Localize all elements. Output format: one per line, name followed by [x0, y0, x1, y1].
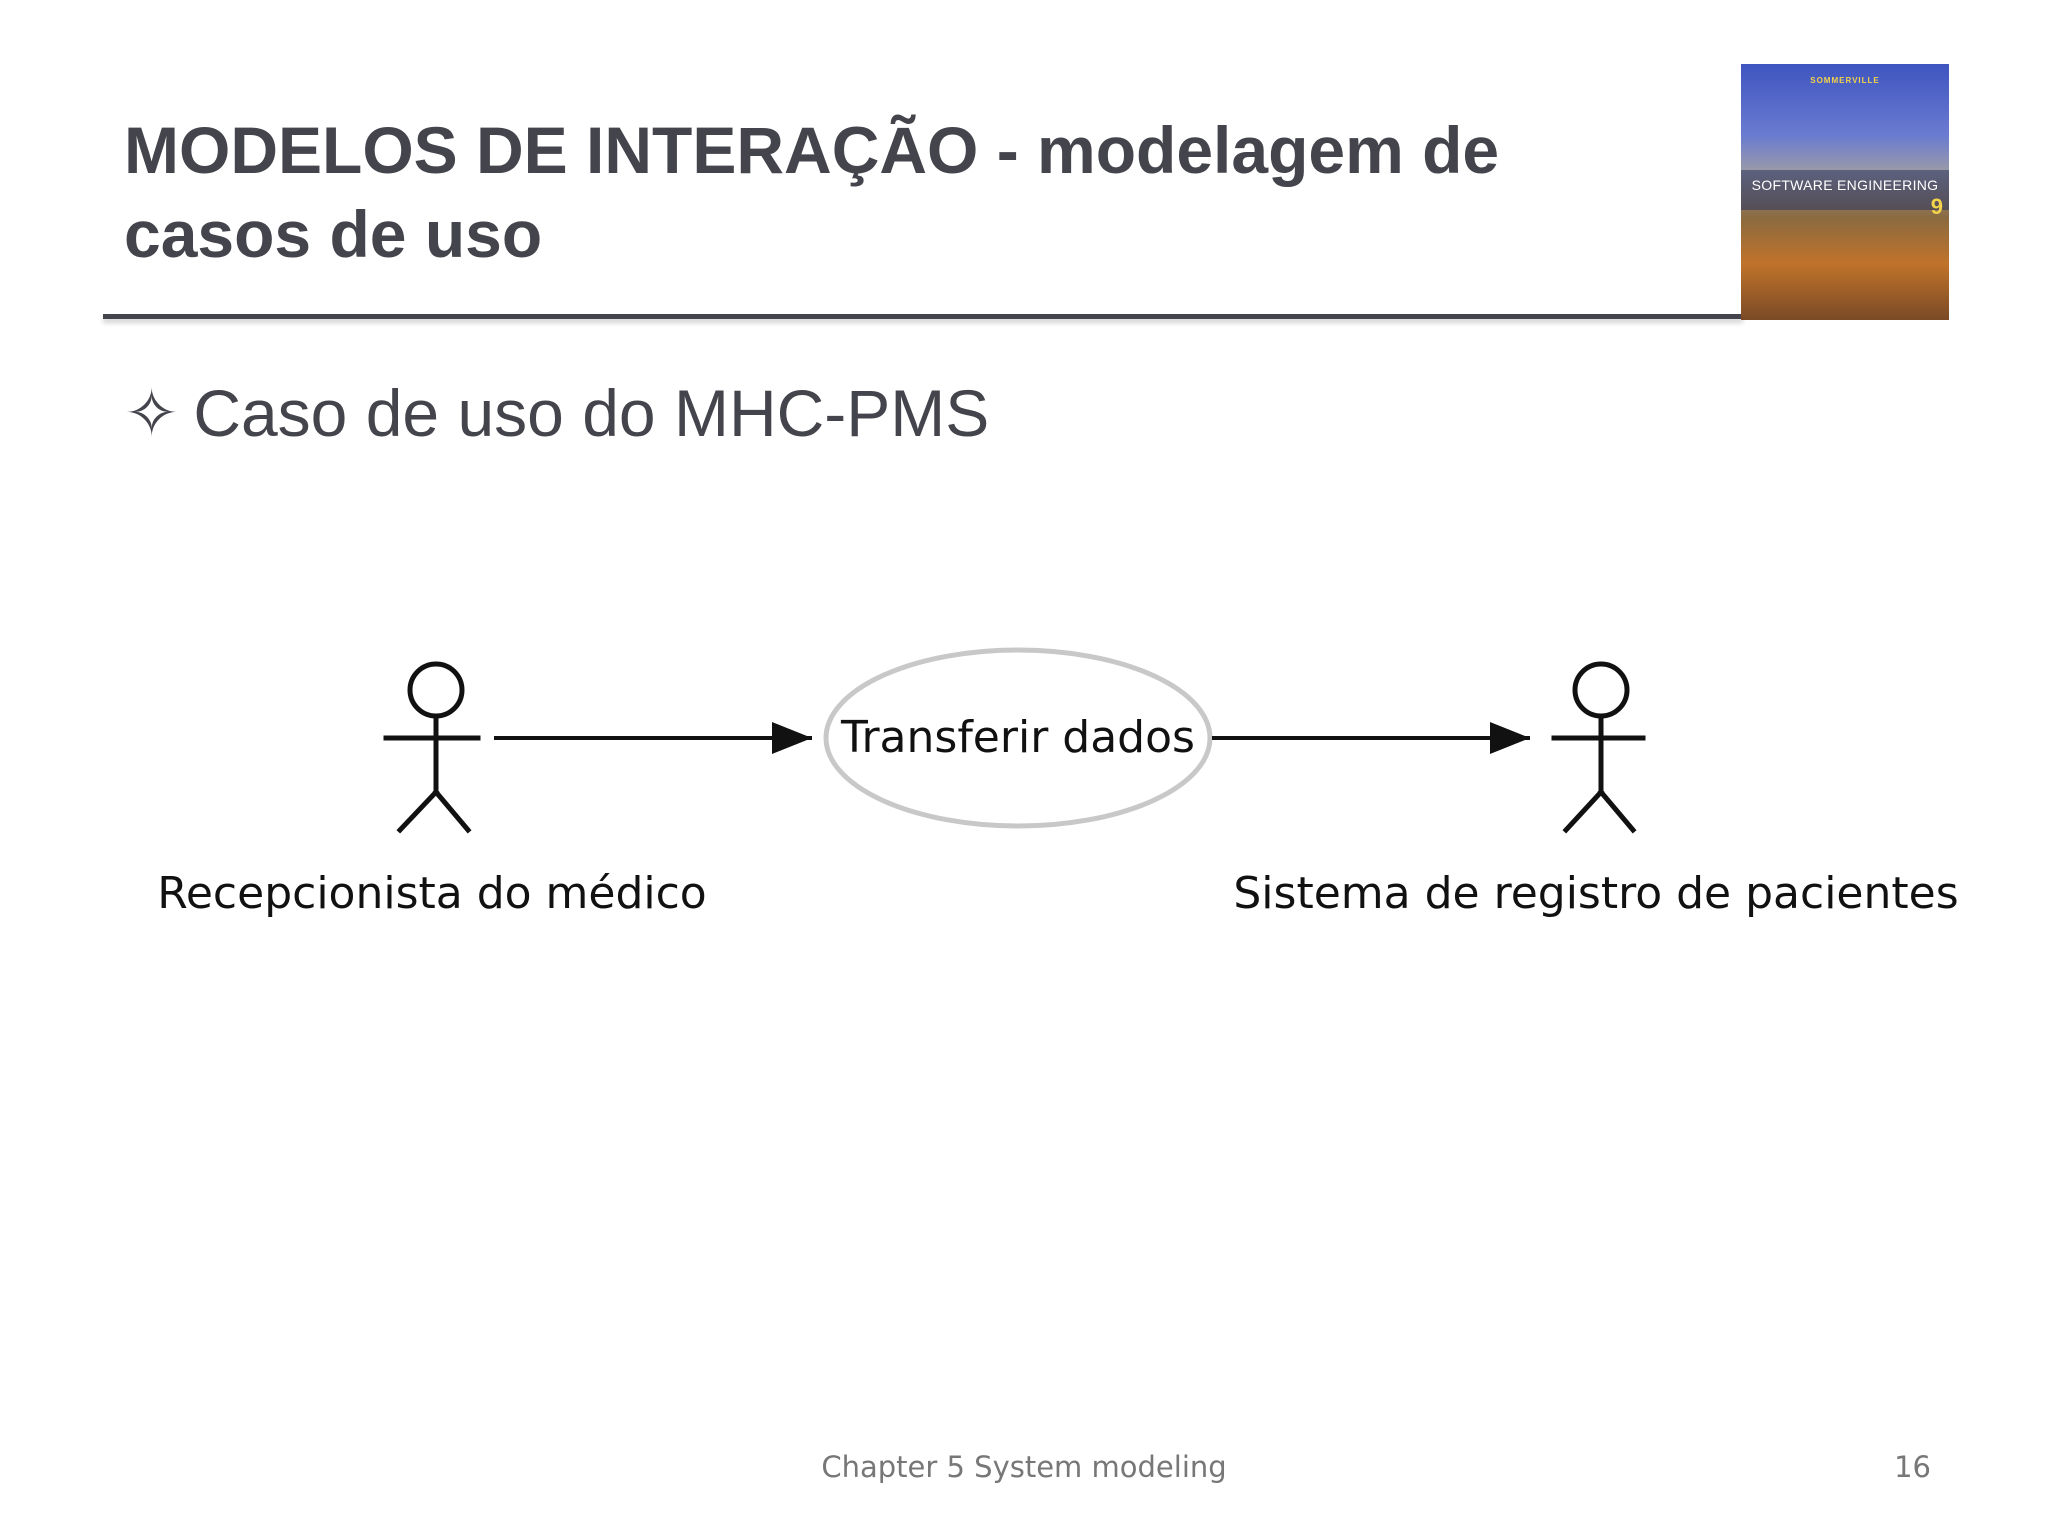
actor-receptionist-icon: [386, 664, 478, 830]
use-case-label: Transferir dados: [840, 712, 1195, 763]
actor-records-system-icon: [1554, 664, 1643, 830]
footer-chapter: Chapter 5 System modeling: [0, 1450, 2048, 1484]
actor-receptionist-label: Recepcionista do médico: [157, 868, 706, 919]
actor-records-system-label: Sistema de registro de pacientes: [1233, 868, 1958, 919]
page-number: 16: [1894, 1450, 1931, 1484]
